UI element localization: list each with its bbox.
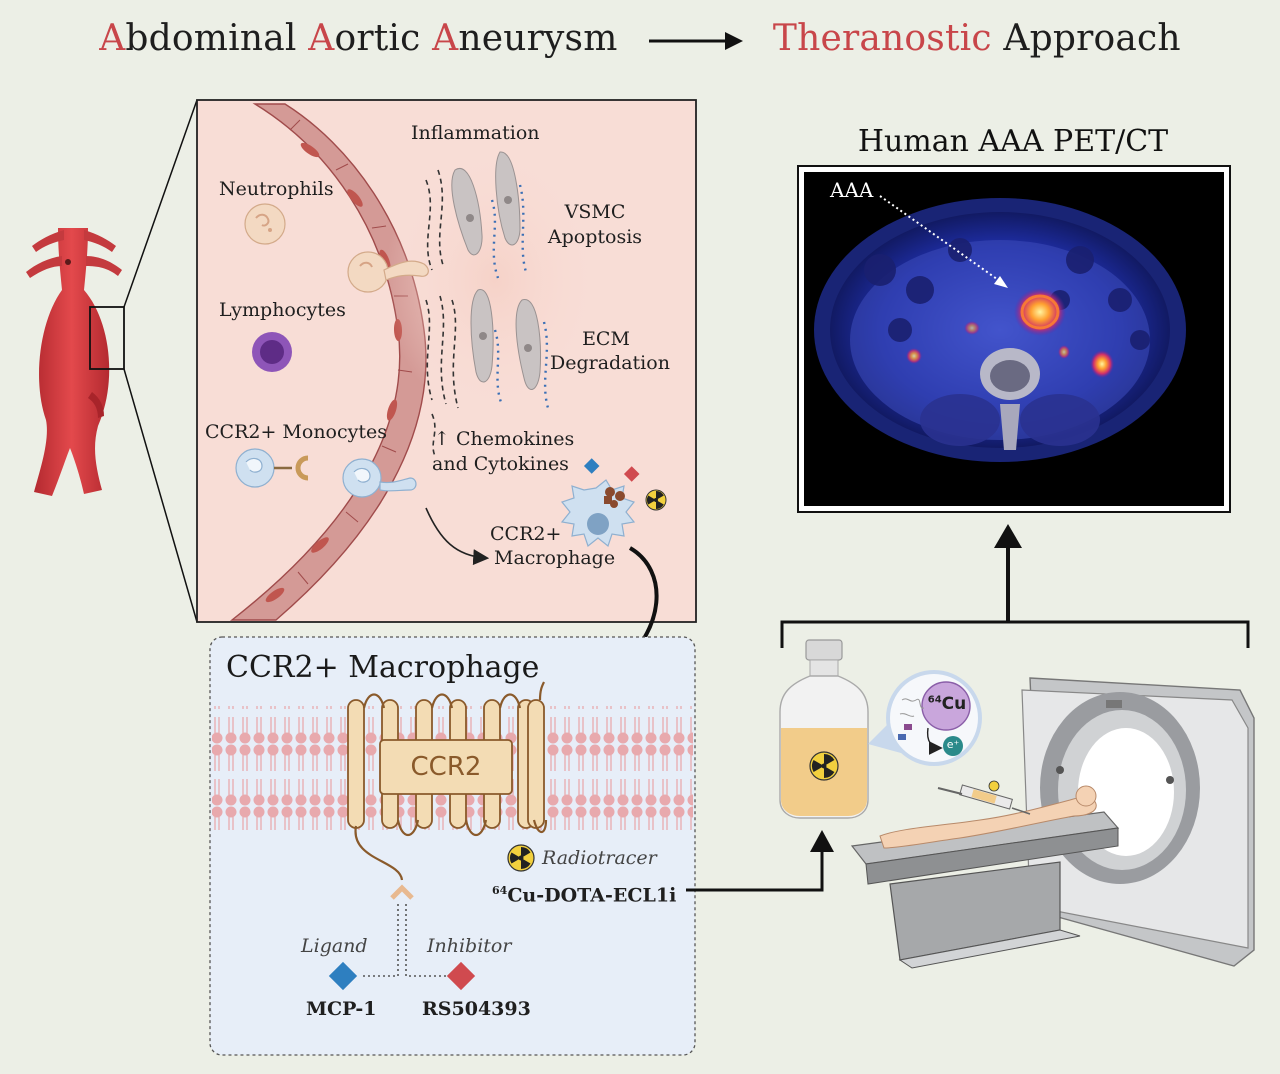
aaa-pointer-icon xyxy=(994,276,1008,288)
label-mcp1: MCP-1 xyxy=(306,998,377,1020)
monocyte-cell-icon xyxy=(235,448,309,488)
patient-icon xyxy=(879,785,1097,849)
label-ccr2-monocytes: CCR2+ Monocytes xyxy=(205,421,388,443)
macrophage-detail-panel xyxy=(209,636,696,1056)
label-ligand: Ligand xyxy=(301,935,368,957)
macrophage-cell-icon xyxy=(560,479,636,548)
title-approach: Approach xyxy=(991,18,1181,59)
neutrophil-transmigrating-icon xyxy=(347,251,429,293)
radioactive-small-icon xyxy=(645,489,667,511)
neutrophil-cell-icon xyxy=(244,203,286,245)
label-inhibitor: Inhibitor xyxy=(427,935,512,957)
isotope-bubble xyxy=(868,670,982,766)
label-degradation: Degradation xyxy=(550,352,670,374)
mcp1-ligand-icon xyxy=(328,961,358,991)
lymphocyte-cell-icon xyxy=(252,332,292,372)
pet-ct-image xyxy=(797,165,1231,513)
label-macrophage-line2: Macrophage xyxy=(494,547,616,569)
label-isotope: 64Cu xyxy=(927,694,967,714)
label-cytokines: and Cytokines xyxy=(432,453,569,475)
bracket-connector xyxy=(780,620,1250,648)
pet-panel-title: Human AAA PET/CT xyxy=(857,124,1169,159)
copper-atom-icon xyxy=(921,681,971,731)
title-word-aortic: Aortic xyxy=(308,18,433,59)
label-inflammation: Inflammation xyxy=(411,122,540,144)
aorta-zoom-box xyxy=(89,306,125,370)
label-ecm: ECM xyxy=(582,328,630,350)
label-aaa: AAA xyxy=(830,178,874,202)
monocyte-transmigrating-icon xyxy=(342,458,417,498)
aorta-illustration xyxy=(26,99,198,623)
scanner-bed-icon xyxy=(850,811,1120,969)
rs504393-inhibitor-icon xyxy=(446,961,476,991)
binding-site-icon xyxy=(390,884,414,900)
label-tracer-name: 64Cu-DOTA-ECL1i xyxy=(492,884,677,907)
label-chemokines: ↑ Chemokines xyxy=(434,428,575,450)
title-word-abdominal: Abdominal xyxy=(99,18,309,59)
ccr2-receptor-label: CCR2 xyxy=(410,752,482,782)
radiotracer-icon xyxy=(507,844,535,872)
label-lymphocytes: Lymphocytes xyxy=(219,299,346,321)
title-theranostic: Theranostic xyxy=(772,18,992,59)
radiotracer-vial-icon xyxy=(779,639,869,819)
figure-title: Abdominal Aortic Aneurysm Theranostic Ap… xyxy=(0,18,1280,59)
ccr2-receptor-box xyxy=(379,739,513,795)
label-rs504393: RS504393 xyxy=(422,998,531,1020)
tracer-arrow-head-icon xyxy=(810,830,834,852)
inflammation-panel xyxy=(196,99,697,623)
title-word-aneurysm: Aneurysm xyxy=(432,18,618,59)
label-radiotracer: Radiotracer xyxy=(542,847,657,869)
up-arrow-head-icon xyxy=(994,524,1022,548)
label-apoptosis: Apoptosis xyxy=(547,226,643,248)
label-vsmc: VSMC xyxy=(564,201,626,223)
label-macrophage-line1: CCR2+ xyxy=(490,523,562,545)
positron-icon xyxy=(943,736,963,756)
label-positron: e⁺ xyxy=(946,738,960,751)
macrophage-panel-title: CCR2+ Macrophage xyxy=(226,650,540,685)
label-neutrophils: Neutrophils xyxy=(219,178,334,200)
syringe-icon xyxy=(937,780,1031,815)
title-arrow-icon xyxy=(649,32,744,50)
